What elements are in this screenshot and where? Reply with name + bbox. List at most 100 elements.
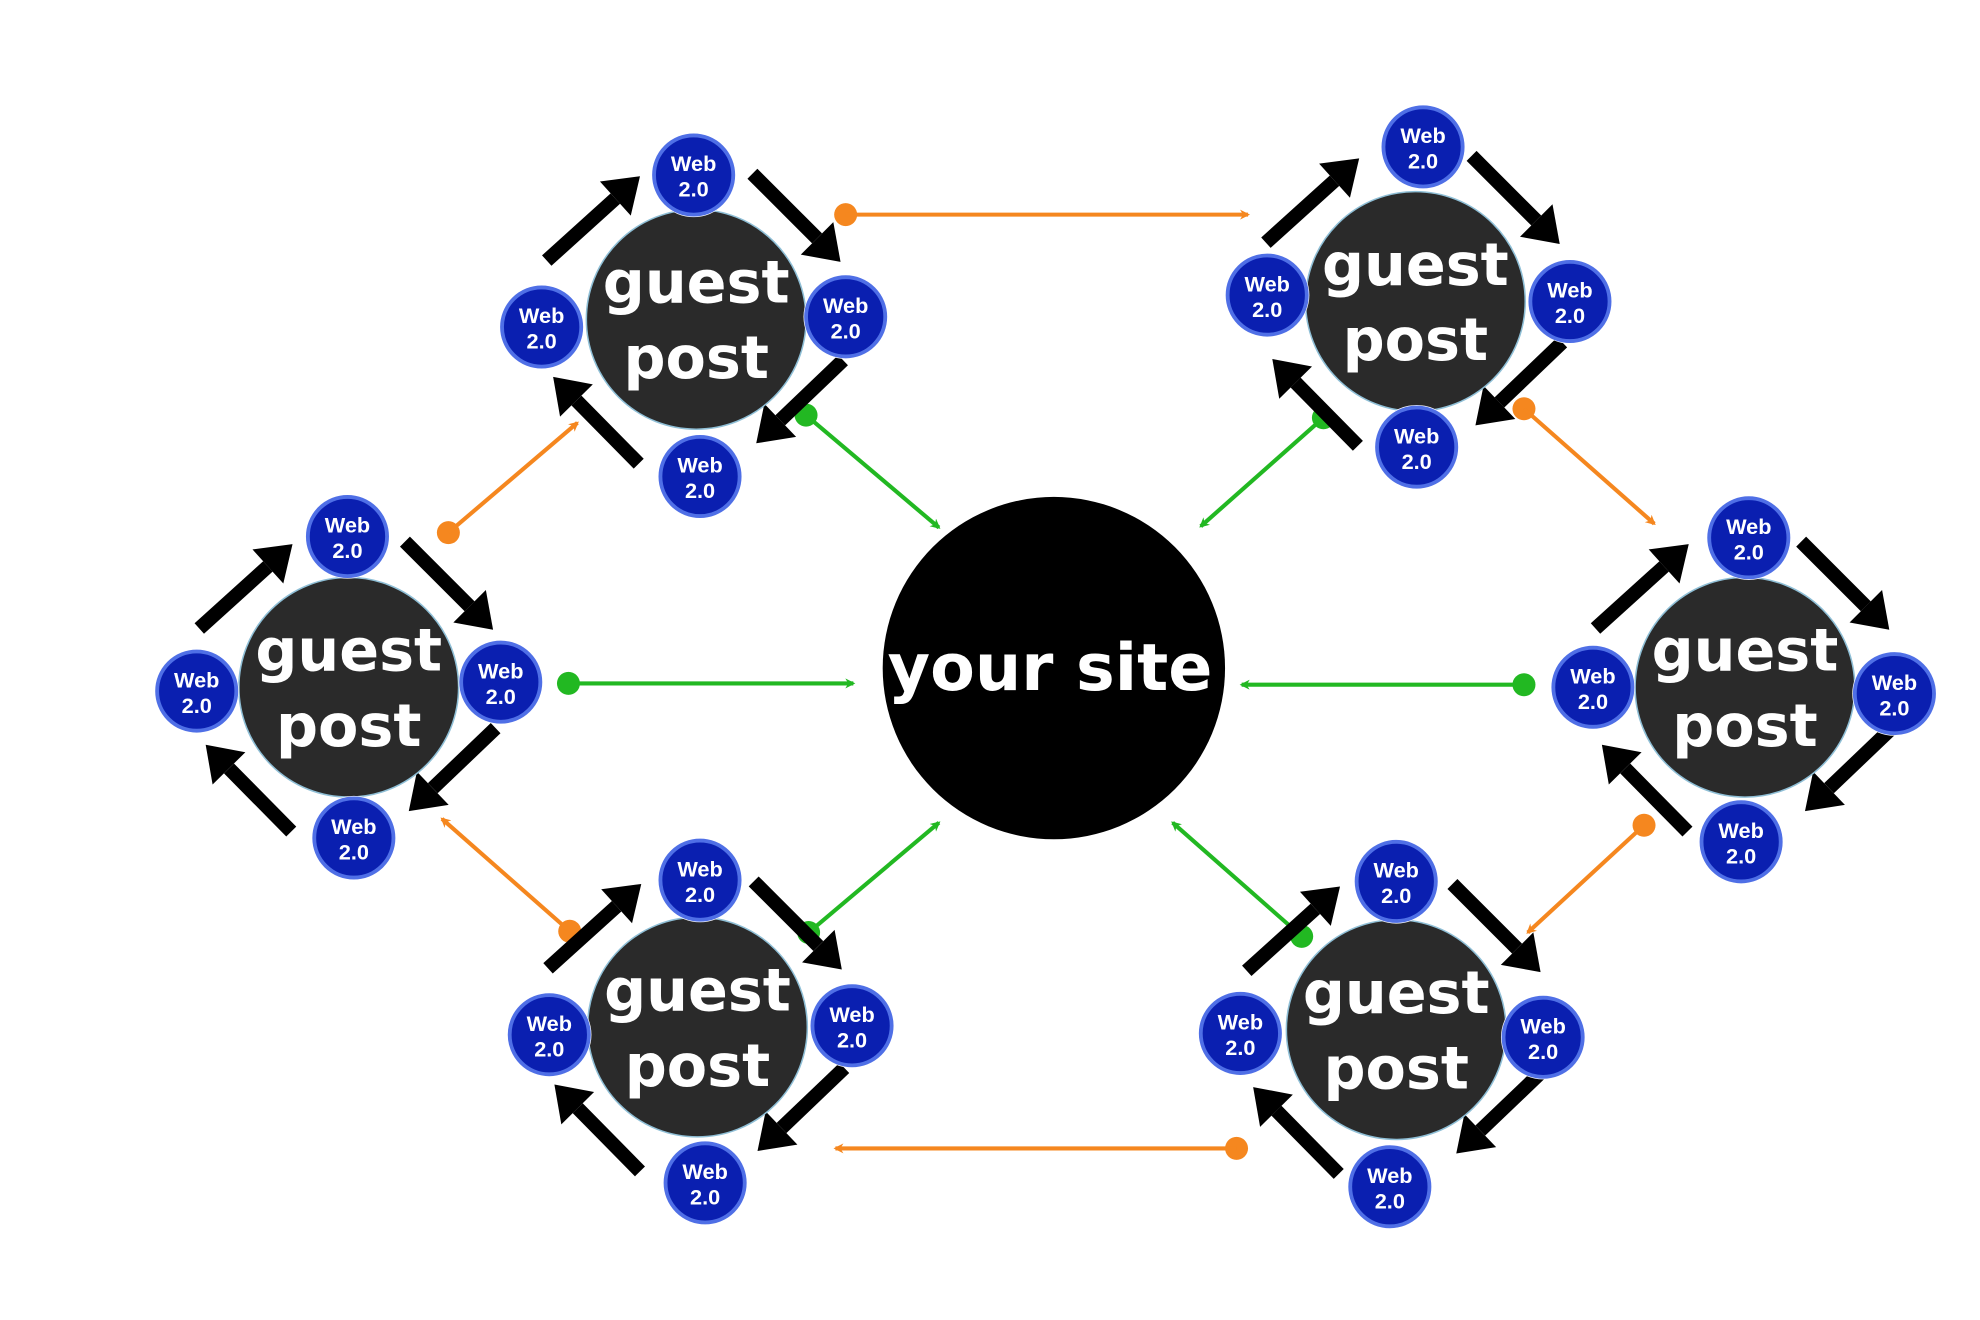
flow-arrow-shaft [1494, 337, 1568, 408]
flow-arrow-shaft [775, 355, 848, 426]
flow-arrow-shaft [572, 1103, 645, 1177]
guest-post-left-flow-arrows [194, 536, 501, 837]
web-badge-circle [155, 649, 239, 733]
link-right-to-bottom-right [1526, 813, 1656, 935]
web-badge-circle [1375, 405, 1459, 489]
guest-post-label-line1: guest [1652, 616, 1839, 685]
flow-arrow-shaft [1475, 1065, 1548, 1136]
flow-arrow-head [408, 771, 449, 812]
guest-post-circle [1634, 576, 1856, 798]
web-badge-circle [1699, 800, 1783, 884]
web-badge-label-line1: Web [1244, 271, 1289, 296]
guest-post-label-line1: guest [1322, 230, 1509, 299]
flow-arrow-shaft [1290, 377, 1363, 451]
web-badge-circle [1348, 1145, 1432, 1229]
flow-arrow-head [1648, 544, 1689, 584]
flow-arrow-head [802, 929, 842, 970]
guest-post-top-right-flow-arrows [1261, 150, 1568, 451]
guest-post-circle [238, 576, 460, 798]
web-badge-circle [804, 275, 888, 359]
flow-arrow-shaft [776, 1062, 850, 1134]
flow-arrow-head [757, 1111, 798, 1151]
web-badge-circle [500, 285, 584, 369]
web-badge-label-line1: Web [1374, 858, 1419, 883]
link-bottom-left-to-site [797, 821, 941, 945]
flow-arrow-shaft [571, 395, 644, 469]
flow-arrow [1242, 886, 1341, 977]
web-badge-circle [1551, 645, 1635, 729]
web-badge-circle [658, 434, 742, 518]
flow-arrow-head [1500, 932, 1541, 973]
guest-post-right-flow-arrows [1590, 536, 1897, 837]
flow-arrow [756, 355, 848, 444]
flow-arrow [1475, 337, 1568, 426]
flow-arrow-shaft [747, 168, 823, 244]
web-badge-label-line2: 2.0 [690, 1185, 720, 1210]
link-arrow [1526, 823, 1646, 935]
flow-arrow-shaft [1242, 903, 1321, 977]
flow-arrow-head [1319, 158, 1360, 198]
web-badge-label-line1: Web [527, 1011, 572, 1036]
guest-post-label-line2: post [625, 1031, 770, 1100]
your-site-label: your site [888, 631, 1213, 706]
link-arrow [1522, 407, 1656, 526]
web-badge-label-line2: 2.0 [332, 538, 362, 563]
web-badge-label-line2: 2.0 [837, 1027, 867, 1052]
flow-arrow [1796, 536, 1890, 630]
web-badge-circle [810, 984, 894, 1068]
flow-arrow-shaft [543, 901, 622, 974]
link-arrow [807, 821, 941, 935]
web-badge-circle [1354, 839, 1438, 923]
flow-arrow [1272, 358, 1363, 451]
guest-post-label-line1: guest [1303, 958, 1490, 1027]
web-badge-circle [1225, 253, 1309, 337]
flow-arrow [1253, 1087, 1344, 1179]
guest-post-label-line2: post [1343, 305, 1488, 374]
web-badge-circle [1198, 991, 1282, 1075]
guest-post-circle [585, 208, 807, 430]
guest-post-label-line2: post [623, 323, 768, 392]
flow-arrow-shaft [542, 193, 621, 266]
guest-post-label-line1: guest [604, 955, 791, 1024]
guest-post-circle [1285, 918, 1507, 1141]
flow-arrow [543, 883, 642, 974]
web-badge-label-line1: Web [325, 513, 370, 538]
guest-post-label-line2: post [1323, 1033, 1468, 1102]
web-badge-label-line1: Web [671, 151, 716, 176]
web-badge-label-line1: Web [1570, 663, 1615, 688]
flow-arrow-shaft [1590, 561, 1669, 634]
flow-arrow-head [800, 222, 841, 262]
web-badge-label-line1: Web [1400, 123, 1445, 148]
flow-arrow [1804, 723, 1897, 812]
flow-arrow-head [1299, 886, 1341, 926]
link-bottom-left-to-left [440, 817, 582, 943]
flow-arrow [1447, 879, 1541, 973]
web-badge-label-line2: 2.0 [1408, 149, 1438, 174]
web-badge-label-line1: Web [519, 303, 564, 328]
web-badge-label-line2: 2.0 [685, 478, 715, 503]
web-arrows-layer [194, 150, 1897, 1179]
flow-arrow [1590, 544, 1689, 634]
your-site-circle [882, 496, 1226, 840]
flow-arrow-shaft [223, 763, 297, 837]
flow-arrow-shaft [427, 723, 501, 794]
flow-arrow-head [1601, 744, 1642, 785]
flow-arrow [205, 744, 297, 837]
